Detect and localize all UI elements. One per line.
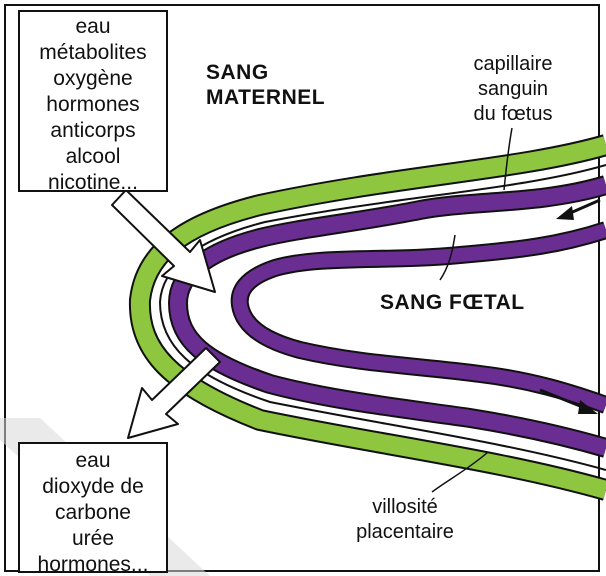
box-line: hormones... xyxy=(20,552,166,576)
box-line: hormones xyxy=(20,92,166,118)
maternal-blood-label: SANG MATERNEL xyxy=(206,60,325,110)
fetal-capillary-label-line3: du fœtus xyxy=(448,102,578,127)
arrow-in xyxy=(112,190,215,292)
maternal-blood-label-line2: MATERNEL xyxy=(206,85,325,110)
fetal-blood-label: SANG FŒTAL xyxy=(380,290,525,315)
box-line: alcool xyxy=(20,144,166,170)
box-line: urée xyxy=(20,526,166,552)
maternal-blood-label-line1: SANG xyxy=(206,60,325,85)
box-line: nicotine... xyxy=(20,170,166,196)
box-line: eau xyxy=(20,14,166,40)
box-line: oxygène xyxy=(20,66,166,92)
fetal-capillary-label-line2: sanguin xyxy=(448,77,578,102)
villus-label-line1: villosité xyxy=(340,495,470,520)
fetal-capillary-label-line1: capillaire xyxy=(448,52,578,77)
villus-label: villosité placentaire xyxy=(340,495,470,545)
flow-arrow-in-head xyxy=(556,206,574,220)
substances-to-fetus-box: eau métabolites oxygène hormones anticor… xyxy=(18,10,168,192)
box-line: eau xyxy=(20,448,166,474)
box-line: anticorps xyxy=(20,118,166,144)
fetal-capillary-label: capillaire sanguin du fœtus xyxy=(448,52,578,127)
villus-label-line2: placentaire xyxy=(340,520,470,545)
box-line: dioxyde de xyxy=(20,474,166,500)
box-line: métabolites xyxy=(20,40,166,66)
box-line: carbone xyxy=(20,500,166,526)
substances-to-mother-box: eau dioxyde de carbone urée hormones... xyxy=(18,442,168,573)
